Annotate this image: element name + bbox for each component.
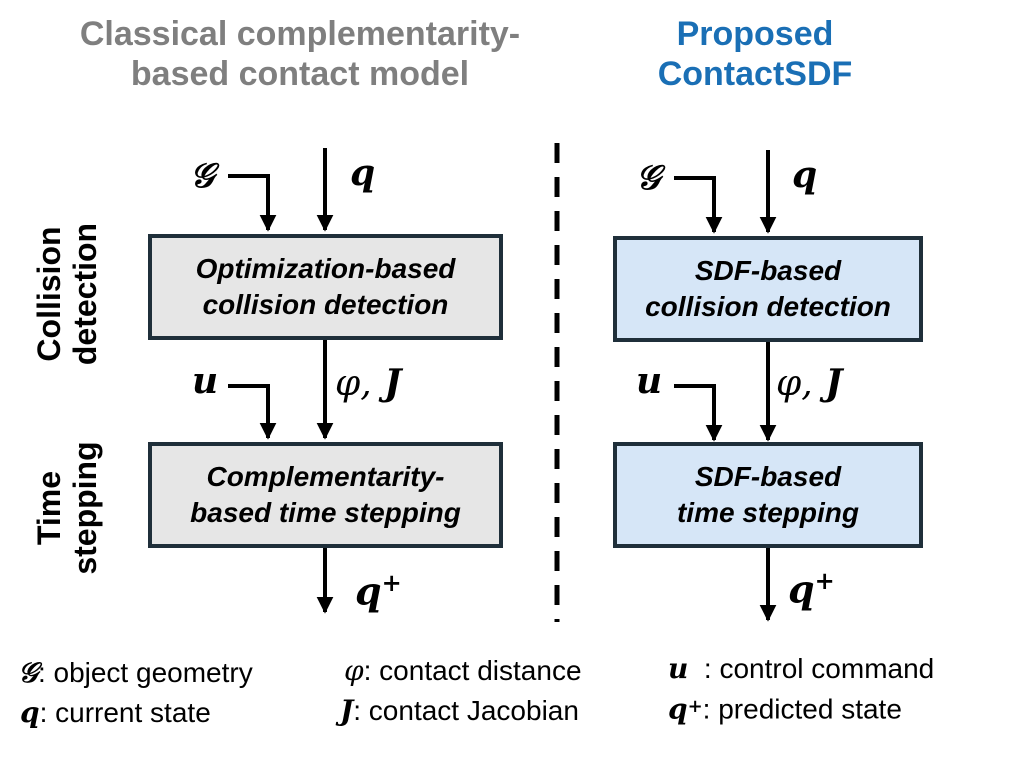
- legend-control: u : control command: [668, 652, 934, 686]
- box-complementarity-time: Complementarity- based time stepping: [148, 442, 503, 548]
- right-next-state-symbol: q: [788, 566, 815, 612]
- left-next-state-symbol: q: [355, 568, 382, 614]
- arrow-left-control: [228, 384, 277, 440]
- left-title-line-2: based contact model: [130, 55, 470, 93]
- left-phi-j-label: φ, J: [335, 362, 401, 404]
- box-optimization-collision-line-1: Optimization-based: [195, 253, 456, 284]
- left-next-state-label: q+: [355, 568, 402, 614]
- legend-predicted-plus: +: [687, 696, 703, 717]
- legend-predicted-symbol: q: [668, 692, 688, 726]
- right-phi-j-label: φ, J: [776, 362, 842, 404]
- box-complementarity-time-line-2: based time stepping: [190, 497, 461, 528]
- left-title: Classical complementarity- based contact…: [20, 14, 580, 94]
- legend-phi: φ: contact distance: [344, 654, 582, 688]
- left-next-state-plus: +: [381, 568, 402, 597]
- box-sdf-time: SDF-based time stepping: [613, 442, 923, 548]
- right-title-line-2: ContactSDF: [657, 55, 853, 93]
- box-sdf-collision-line-1: SDF-based: [694, 255, 842, 286]
- right-jacobian-symbol: J: [825, 362, 843, 404]
- box-sdf-collision: SDF-based collision detection: [613, 236, 923, 342]
- arrow-left-geometry: [228, 174, 277, 232]
- box-sdf-time-line-2: time stepping: [676, 497, 859, 528]
- left-control-symbol: u: [192, 360, 219, 402]
- right-state-symbol: q: [792, 154, 818, 196]
- right-comma: ,: [801, 363, 813, 404]
- box-sdf-collision-line-2: collision detection: [645, 291, 891, 322]
- legend-control-text: : control command: [688, 653, 935, 684]
- box-optimization-collision: Optimization-based collision detection: [148, 234, 503, 340]
- legend-jacobian-symbol: J: [340, 694, 354, 727]
- arrow-right-control: [674, 384, 723, 442]
- left-state-symbol: q: [350, 152, 376, 194]
- right-title-line-1: Proposed: [676, 15, 834, 53]
- box-sdf-time-line-1: SDF-based: [694, 461, 842, 492]
- legend-control-symbol: u: [668, 652, 689, 685]
- legend-predicted-text: : predicted state: [702, 693, 902, 725]
- right-next-state-label: q+: [788, 566, 835, 612]
- left-geometry-symbol: 𝒢: [190, 156, 215, 196]
- box-optimization-collision-line-2: collision detection: [202, 289, 449, 320]
- right-control-symbol: u: [636, 360, 663, 402]
- left-jacobian-symbol: J: [384, 362, 402, 404]
- right-title: Proposed ContactSDF: [590, 14, 920, 94]
- legend-predicted: q+: predicted state: [668, 690, 902, 726]
- legend-jacobian: J: contact Jacobian: [340, 694, 579, 728]
- box-complementarity-time-line-1: Complementarity-: [206, 461, 445, 492]
- right-next-state-plus: +: [814, 566, 835, 595]
- legend-geometry-text: : object geometry: [37, 657, 253, 688]
- legend-geometry-symbol: 𝒢: [18, 656, 38, 689]
- legend-jacobian-text: : contact Jacobian: [353, 695, 579, 726]
- arrow-right-geometry: [674, 176, 723, 234]
- left-title-line-1: Classical complementarity-: [79, 15, 521, 53]
- legend-phi-text: : contact distance: [363, 655, 582, 686]
- right-phi-symbol: φ: [776, 363, 802, 404]
- right-geometry-symbol: 𝒢: [636, 158, 661, 198]
- legend-state-text: : current state: [39, 697, 211, 728]
- legend-geometry: 𝒢: object geometry: [18, 656, 253, 690]
- legend-state-symbol: q: [20, 696, 40, 729]
- legend-state: q: current state: [20, 696, 211, 730]
- legend-phi-symbol: φ: [344, 654, 364, 687]
- left-phi-symbol: φ: [335, 363, 361, 404]
- left-comma: ,: [360, 363, 372, 404]
